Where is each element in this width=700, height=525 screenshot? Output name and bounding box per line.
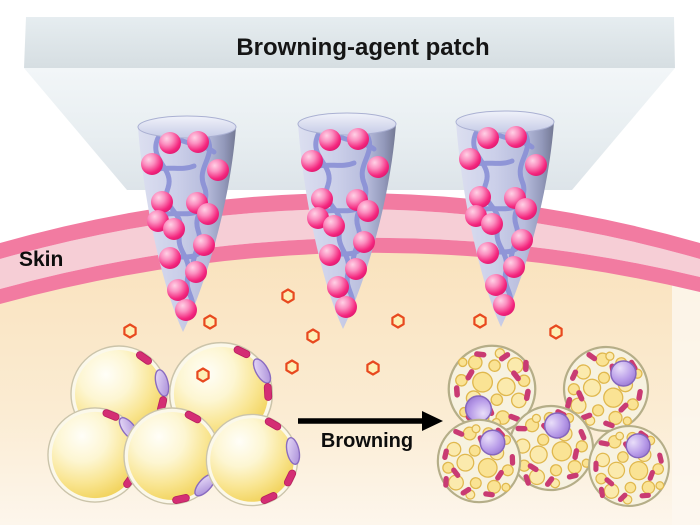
patch-label: Browning-agent patch [236,34,489,61]
browning-agent-hexagon-icon [123,323,137,339]
browning-agent-hexagon-icon [203,314,217,330]
browning-agent-hexagon-icon [366,360,380,376]
browning-agent-hexagon-icon [549,324,563,340]
browning-arrow [298,411,443,431]
arrow-head [422,411,443,431]
browning-agent-hexagon-icon [285,359,299,375]
browning-agent-hexagon-icon [306,328,320,344]
browning-process-label: Browning [321,430,413,452]
white-fat-cell [123,407,221,505]
patch-top-face [24,17,675,68]
browning-agent-hexagon-icon [391,313,405,329]
skin-label: Skin [19,248,63,271]
browning-agent-hexagon-icon [281,288,295,304]
browning-agent-hexagon-icon [196,367,210,383]
browning-agent-hexagon-icon [473,313,487,329]
subcutaneous-edge-fade [672,282,700,525]
